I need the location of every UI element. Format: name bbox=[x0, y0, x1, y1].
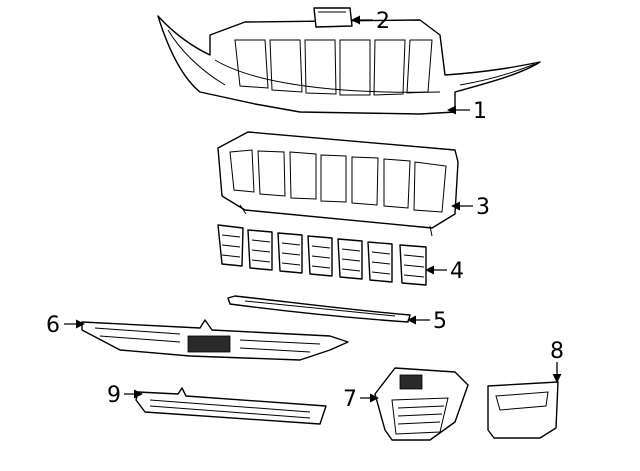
part-1-grille-frame bbox=[157, 15, 541, 115]
callout-4: 4 bbox=[450, 259, 464, 284]
callout-1: 1 bbox=[473, 99, 487, 124]
leader-lines bbox=[64, 15, 562, 403]
part-8-side-cover bbox=[487, 381, 559, 439]
part-7-bezel bbox=[374, 367, 469, 441]
part-3-grille-shell bbox=[217, 131, 459, 237]
part-9-lower-strip bbox=[135, 387, 327, 425]
callout-5: 5 bbox=[433, 309, 447, 334]
callout-9: 9 bbox=[107, 383, 121, 408]
callout-6: 6 bbox=[46, 313, 60, 338]
part-6-lower-grille bbox=[81, 319, 349, 361]
callout-3: 3 bbox=[476, 195, 490, 220]
part-2-bracket bbox=[313, 7, 353, 28]
part-5-trim-strip bbox=[227, 295, 411, 323]
part-4-mesh-inserts bbox=[217, 224, 427, 286]
callout-8: 8 bbox=[550, 339, 564, 364]
callout-2: 2 bbox=[376, 9, 390, 34]
callout-7: 7 bbox=[343, 387, 357, 412]
